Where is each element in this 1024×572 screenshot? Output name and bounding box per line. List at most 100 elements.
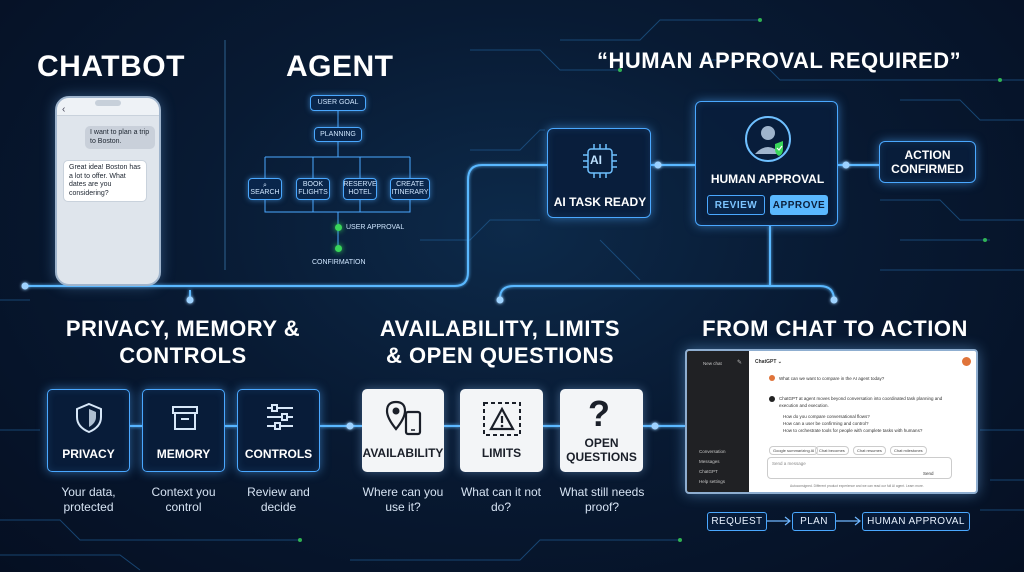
edit-icon[interactable]: ✎ <box>737 360 743 366</box>
sidebar-item-messages[interactable]: Messages <box>699 459 720 464</box>
sidebar-item-help[interactable]: Help settings <box>699 479 726 484</box>
node-book-flights: BOOK FLIGHTS <box>296 178 330 200</box>
warning-icon <box>483 402 521 436</box>
bot-message-bubble: Great idea! Boston has a lot to offer. W… <box>63 160 147 202</box>
open-questions-caption: What still needs proof? <box>550 485 654 515</box>
open-questions-label-line2: QUESTIONS <box>566 450 637 464</box>
chatbot-title: CHATBOT <box>37 50 185 83</box>
location-device-icon <box>385 400 422 436</box>
sidebar-item-conversation[interactable]: Conversation <box>699 449 726 454</box>
availability-section-title-line1: AVAILABILITY, LIMITS <box>379 316 621 341</box>
limits-caption: What can it not do? <box>451 485 551 515</box>
message-composer[interactable] <box>767 457 952 479</box>
assistant-icon <box>769 396 775 402</box>
action-confirmed-line2: CONFIRMED <box>891 162 964 176</box>
composer-placeholder: Send a message <box>772 461 806 466</box>
new-chat-button[interactable]: New chat <box>703 361 722 366</box>
confirmation-label: CONFIRMATION <box>312 259 366 266</box>
availability-caption: Where can you use it? <box>353 485 453 515</box>
privacy-caption-line1: Your data, <box>61 485 116 499</box>
limits-caption-line1: What can it not <box>460 485 542 499</box>
app-name[interactable]: ChatGPT ⌄ <box>755 359 782 365</box>
controls-caption-line2: decide <box>260 500 297 514</box>
phone-notch <box>95 100 121 106</box>
answer-bullet-1: How do you compare conversational flows? <box>783 414 870 419</box>
controls-caption-line1: Review and <box>247 485 310 499</box>
node-search-label: SEARCH <box>250 188 280 196</box>
human-approval-label: HUMAN APPROVAL <box>710 172 825 186</box>
open-questions-caption-line2: proof? <box>584 500 620 514</box>
availability-section-title-line2: & OPEN QUESTIONS <box>385 343 615 368</box>
user-approval-label: USER APPROVAL <box>346 224 405 231</box>
memory-caption-line2: control <box>165 500 202 514</box>
memory-caption-line1: Context you <box>151 485 216 499</box>
archive-box-icon <box>172 406 198 430</box>
suggestion-chip-4[interactable]: Chat milestones <box>890 446 927 455</box>
answer-line1: ChatGPT at agent moves beyond conversati… <box>779 396 943 401</box>
answer-bullet-2: How can a user be confirming and control… <box>783 421 869 426</box>
ai-badge-text: AI <box>590 153 602 167</box>
chat-window: New chat ✎ Conversation Messages ChatGPT… <box>685 349 978 494</box>
back-arrow-icon[interactable]: ‹ <box>62 104 66 115</box>
node-reserve-hotel: RESERVE HOTEL <box>343 178 377 200</box>
agent-title: AGENT <box>286 50 394 83</box>
sliders-icon <box>267 404 293 430</box>
person-check-icon <box>745 116 791 162</box>
ai-chip-icon <box>583 144 617 178</box>
availability-caption-line2: use it? <box>385 500 421 514</box>
approve-button[interactable]: APPROVE <box>770 195 828 215</box>
flow-request: REQUEST <box>707 512 767 531</box>
phone-mockup: ‹ I want to plan a trip to Boston. Great… <box>55 96 161 286</box>
availability-card[interactable]: AVAILABILITY <box>362 389 444 472</box>
suggestion-chip-1[interactable]: Google summarizing AI <box>769 446 819 455</box>
footer-disclaimer: Autoconsigned. Different product experie… <box>790 484 924 488</box>
action-confirmed-line1: ACTION <box>904 148 951 162</box>
privacy-card-label: PRIVACY <box>62 447 115 461</box>
flow-plan: PLAN <box>792 512 836 531</box>
privacy-card[interactable]: PRIVACY <box>47 389 130 472</box>
shield-icon <box>76 402 102 434</box>
action-confirmed-box: ACTION CONFIRMED <box>879 141 976 183</box>
privacy-section-title-line1: PRIVACY, MEMORY & <box>65 316 301 341</box>
privacy-caption-line2: protected <box>63 500 114 514</box>
user-approval-dot <box>335 224 342 231</box>
suggestion-chip-2[interactable]: Chat becomes <box>815 446 849 455</box>
privacy-caption: Your data, protected <box>40 485 137 515</box>
limits-caption-line2: do? <box>490 500 512 514</box>
magnifier-icon: ⌕ <box>263 181 267 189</box>
limits-card[interactable]: LIMITS <box>460 389 543 472</box>
memory-card[interactable]: MEMORY <box>142 389 225 472</box>
human-approval-box: HUMAN APPROVAL REVIEW APPROVE <box>695 101 838 226</box>
phone-header <box>57 98 159 116</box>
open-questions-label-line1: OPEN <box>584 436 619 450</box>
user-message-bubble: I want to plan a trip to Boston. <box>85 126 155 149</box>
confirmation-dot <box>335 245 342 252</box>
availability-card-label: AVAILABILITY <box>362 446 444 460</box>
memory-card-label: MEMORY <box>156 447 211 461</box>
open-questions-caption-line1: What still needs <box>559 485 645 499</box>
answer-line2: execution and execution. <box>779 403 829 408</box>
open-questions-card[interactable]: ? OPEN QUESTIONS <box>560 389 643 472</box>
availability-caption-line1: Where can you <box>362 485 444 499</box>
node-planning: PLANNING <box>314 127 362 142</box>
sidebar-item-chatgpt[interactable]: ChatGPT <box>699 469 718 474</box>
send-button[interactable]: Send <box>923 471 934 476</box>
ai-task-ready-label: AI TASK READY <box>553 195 647 209</box>
limits-card-label: LIMITS <box>481 446 522 460</box>
node-user-goal: USER GOAL <box>310 95 366 111</box>
node-search: ⌕ SEARCH <box>248 178 282 200</box>
flow-human-approval: HUMAN APPROVAL <box>862 512 970 531</box>
node-create-itinerary: CREATE ITINERARY <box>390 178 430 200</box>
review-button[interactable]: REVIEW <box>707 195 765 215</box>
suggestion-chip-3[interactable]: Chat resumes <box>853 446 886 455</box>
chat-sidebar <box>687 351 749 492</box>
assistant-avatar <box>769 375 775 381</box>
memory-caption: Context you control <box>135 485 232 515</box>
controls-card[interactable]: CONTROLS <box>237 389 320 472</box>
controls-card-label: CONTROLS <box>244 447 313 461</box>
chat-to-action-title: FROM CHAT TO ACTION <box>702 316 968 341</box>
user-question: What can we want to compare in the AI ag… <box>779 376 885 381</box>
privacy-section-title-line2: CONTROLS <box>119 343 247 368</box>
user-avatar[interactable] <box>962 357 971 366</box>
